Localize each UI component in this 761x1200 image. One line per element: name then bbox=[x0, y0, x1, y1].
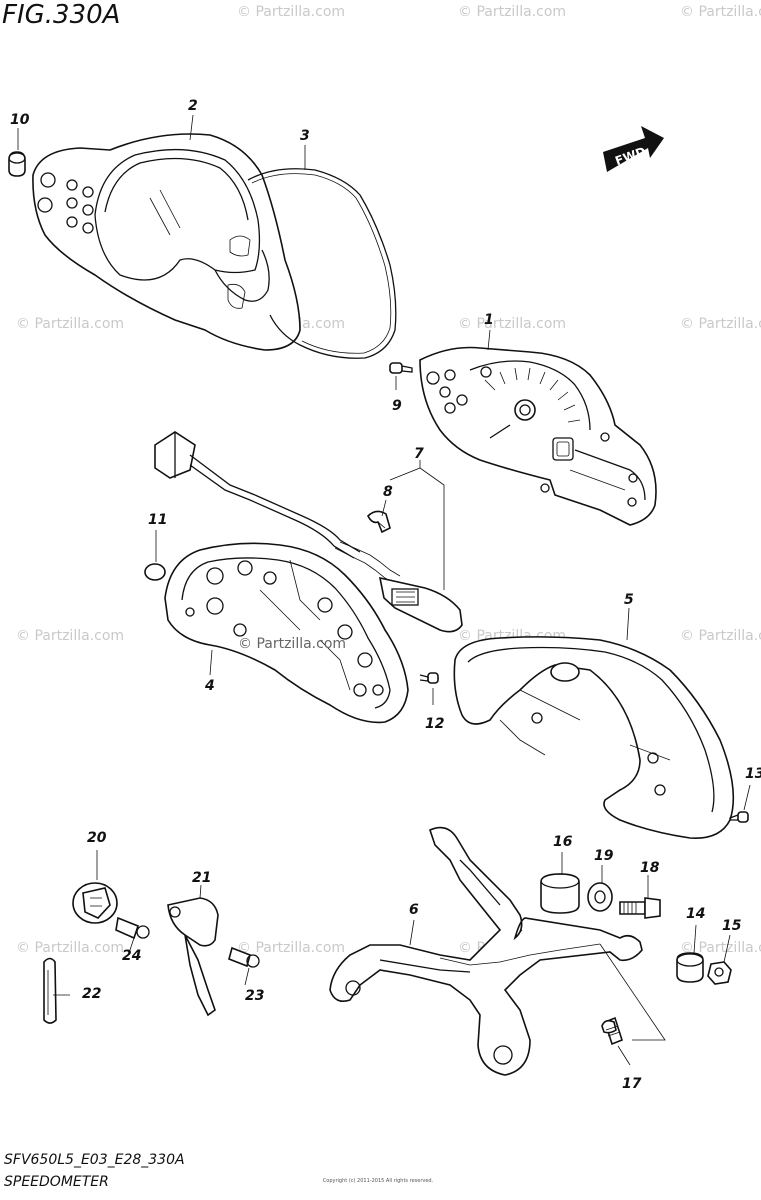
callout-24: 24 bbox=[122, 948, 142, 964]
part-7-leader bbox=[389, 460, 445, 590]
figure-title: FIG.330A bbox=[2, 0, 121, 30]
part-16-cushion bbox=[540, 873, 580, 914]
callout-4: 4 bbox=[205, 678, 215, 694]
figure-code: SFV650L5_E03_E28_330A bbox=[4, 1152, 185, 1168]
watermark: © Partzilla.com bbox=[16, 316, 125, 332]
callout-12: 12 bbox=[425, 716, 445, 732]
leader-lines bbox=[17, 114, 751, 1066]
callout-23: 23 bbox=[245, 988, 265, 1004]
part-4-lower-case bbox=[164, 542, 409, 724]
leader-lines-17 bbox=[599, 943, 666, 1041]
callout-9: 9 bbox=[392, 398, 402, 414]
watermark: © Partzilla.com bbox=[680, 316, 761, 332]
part-23-screw bbox=[228, 946, 260, 968]
part-24-screw bbox=[115, 916, 150, 940]
part-7-wire-harness bbox=[154, 431, 463, 633]
part-15-nut bbox=[707, 961, 732, 985]
callout-19: 19 bbox=[594, 848, 614, 864]
callout-7: 7 bbox=[414, 446, 424, 462]
callout-6: 6 bbox=[409, 902, 419, 918]
part-11-grommet bbox=[144, 563, 166, 581]
callout-8: 8 bbox=[383, 484, 393, 500]
callout-14: 14 bbox=[686, 906, 706, 922]
watermark: © Partzilla.com bbox=[16, 628, 125, 644]
part-6-bracket bbox=[329, 826, 643, 1076]
center-watermark: © Partzilla.com bbox=[238, 636, 347, 652]
callout-10: 10 bbox=[10, 112, 30, 128]
watermark: © Partzilla.com bbox=[680, 940, 761, 956]
fwd-arrow: FWD bbox=[603, 126, 664, 172]
part-8-clamp bbox=[367, 510, 391, 534]
callout-21: 21 bbox=[192, 870, 212, 886]
callout-13: 13 bbox=[745, 766, 761, 782]
part-21-sensor bbox=[167, 897, 219, 1017]
watermark: © Partzilla.com bbox=[680, 628, 761, 644]
callout-18: 18 bbox=[640, 860, 660, 876]
part-12-screw bbox=[419, 672, 439, 684]
part-2-meter-cover bbox=[32, 133, 301, 351]
part-1-speedometer-assy bbox=[419, 346, 657, 526]
watermark: © Partzilla.com bbox=[16, 940, 125, 956]
callout-15: 15 bbox=[722, 918, 742, 934]
callout-3: 3 bbox=[300, 128, 310, 144]
watermark: © Partzilla.com bbox=[680, 4, 761, 20]
callout-11: 11 bbox=[148, 512, 168, 528]
watermark: © Partzilla.com bbox=[237, 940, 346, 956]
callout-1: 1 bbox=[484, 312, 494, 328]
callout-17: 17 bbox=[622, 1076, 642, 1092]
part-19-washer bbox=[587, 882, 613, 912]
part-17-bolt bbox=[601, 1016, 623, 1046]
callout-16: 16 bbox=[553, 834, 573, 850]
callout-22: 22 bbox=[82, 986, 102, 1002]
part-18-bolt bbox=[619, 897, 661, 919]
watermark: © Partzilla.com bbox=[458, 4, 567, 20]
copyright-note: Copyright (c) 2011-2015 All rights reser… bbox=[322, 1178, 434, 1184]
part-10-cap bbox=[8, 151, 26, 177]
part-13-screw bbox=[729, 811, 749, 823]
callout-5: 5 bbox=[624, 592, 634, 608]
watermark: © Partzilla.com bbox=[458, 316, 567, 332]
watermark: © Partzilla.com bbox=[237, 4, 346, 20]
figure-name: SPEEDOMETER bbox=[4, 1174, 109, 1190]
callout-2: 2 bbox=[188, 98, 198, 114]
callout-20: 20 bbox=[87, 830, 107, 846]
part-20-socket bbox=[72, 882, 118, 924]
part-5-case-cover bbox=[453, 636, 735, 839]
part-22-strap bbox=[43, 957, 57, 1024]
part-14-cushion bbox=[676, 952, 704, 983]
part-3-gasket bbox=[247, 168, 397, 359]
part-9-screw bbox=[389, 362, 413, 374]
